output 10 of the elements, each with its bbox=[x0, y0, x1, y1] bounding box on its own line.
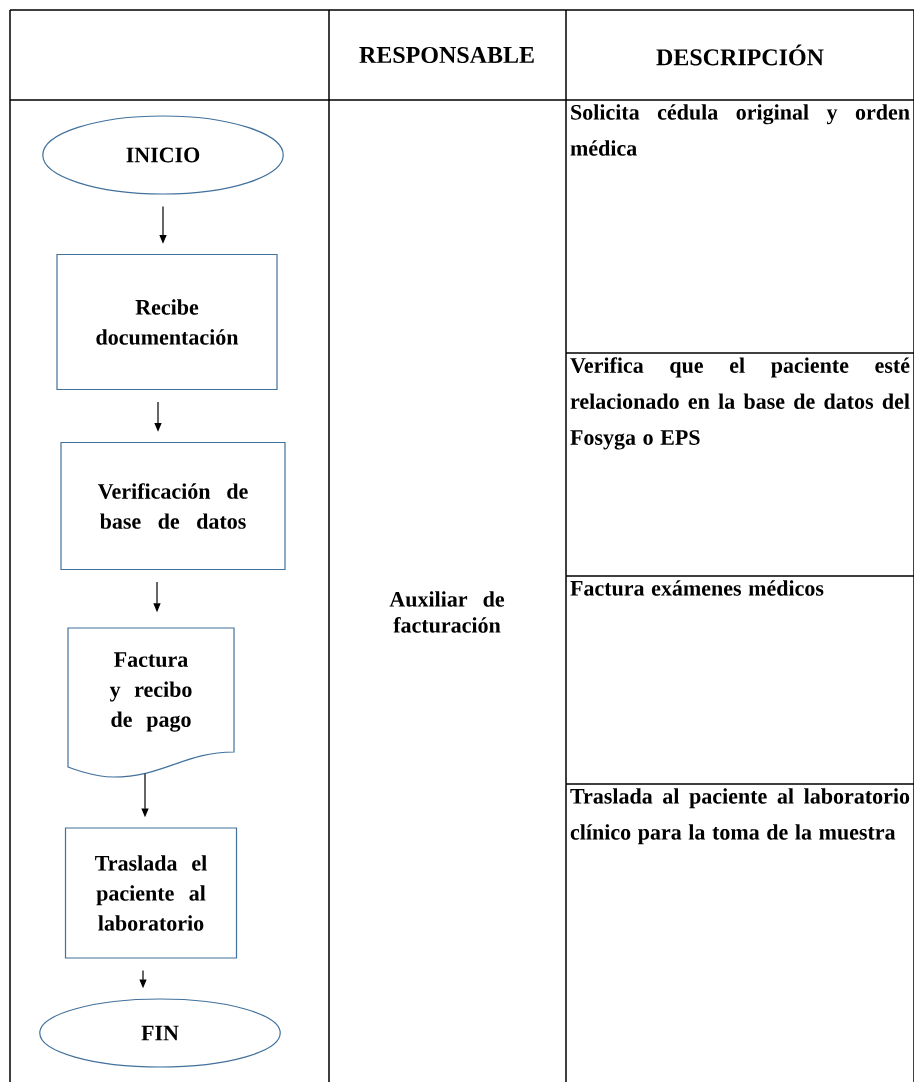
role-text: Auxiliar de facturación bbox=[389, 591, 505, 633]
description-text: Solicita cédula original y orden médica bbox=[570, 104, 910, 156]
process-box: Traslada el paciente al laboratorio bbox=[64, 827, 238, 959]
column-header: RESPONSABLE bbox=[359, 46, 534, 64]
description-text: Traslada al paciente al laboratorio clínico para la toma de la muestra bbox=[570, 788, 910, 845]
description-text: Verifica que el paciente esté relacionado en la base de datos del Fosyga o EPS bbox=[570, 357, 910, 450]
column-header: DESCRIPCIÓN bbox=[656, 44, 824, 66]
description-text: Factura exámenes médicos bbox=[570, 580, 824, 596]
process-box: Verificación de base de datos bbox=[60, 441, 286, 571]
process-box: Recibe documentación bbox=[56, 253, 278, 391]
